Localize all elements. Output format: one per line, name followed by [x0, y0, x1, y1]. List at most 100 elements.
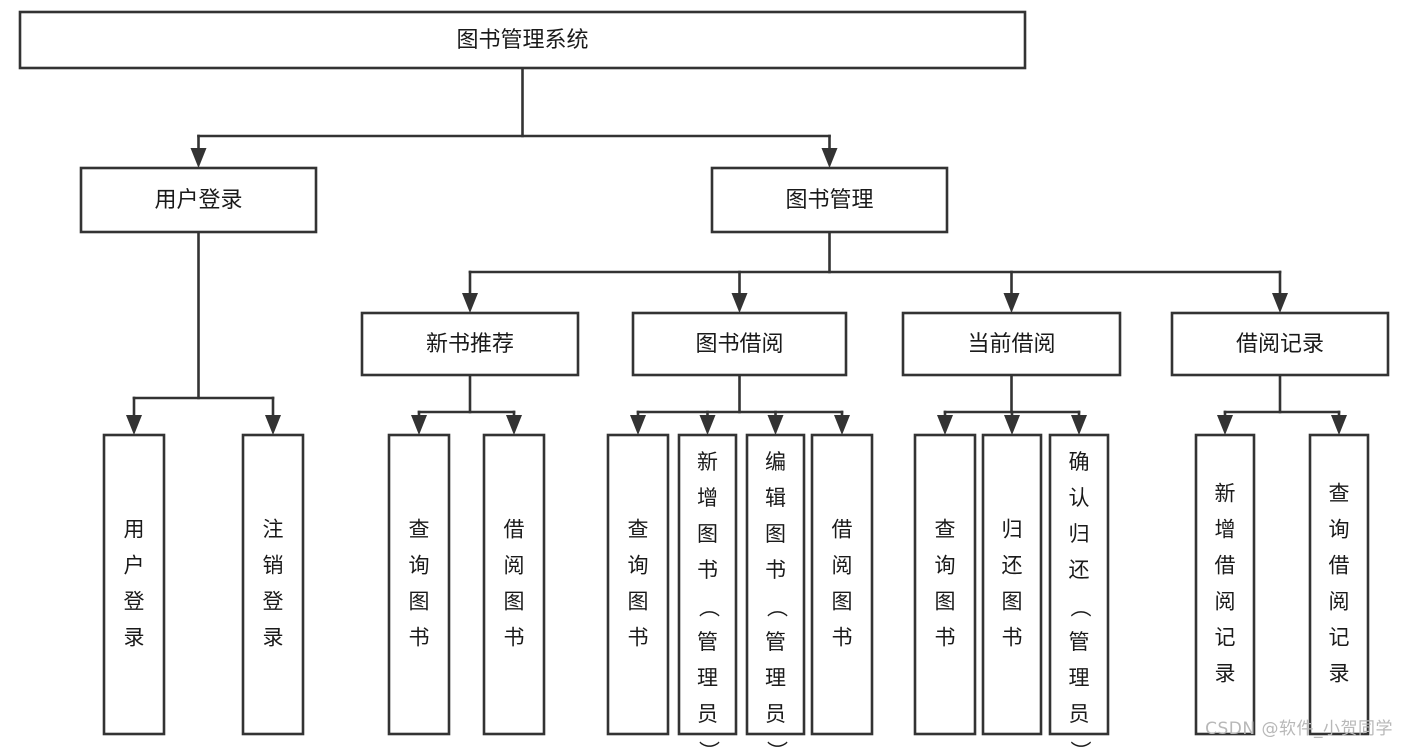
leaf-node-5-box [677, 433, 738, 736]
leaf-node-9-box [981, 433, 1043, 736]
leaf-node-9-char: 还 [1002, 554, 1023, 578]
connector-group [126, 66, 1347, 435]
leaf-node-2-char: 查 [409, 518, 430, 542]
level2-node-0-label: 用户登录 [154, 188, 242, 213]
arrow-head-icon [731, 293, 748, 313]
leaf-node-2-char: 书 [409, 626, 430, 650]
leaf-node-11-char: 新 [1215, 482, 1236, 506]
leaf-node-12-char: 借 [1329, 554, 1350, 578]
leaf-node-7-char: 书 [832, 626, 853, 650]
leaf-node-10-char: 员 [1069, 702, 1090, 726]
arrow-head-icon [1071, 415, 1087, 435]
leaf-node-0-char: 户 [124, 554, 145, 578]
leaf-node-11-char: 阅 [1215, 590, 1236, 614]
root-node-label: 图书管理系统 [456, 28, 588, 53]
level3-node-1[interactable]: 图书借阅 [631, 311, 848, 377]
level3-node-0-label: 新书推荐 [426, 332, 514, 357]
leaf-node-3-char: 借 [504, 518, 525, 542]
leaf-node-4-char: 查 [628, 518, 649, 542]
leaf-node-12-box [1308, 433, 1370, 736]
arrow-head-icon [190, 148, 207, 168]
arrow-head-icon [506, 415, 522, 435]
arrow-head-icon [1272, 293, 1288, 313]
arrow-head-icon [462, 293, 478, 313]
arrow-head-icon [937, 415, 953, 435]
leaf-node-7-char: 图 [832, 590, 853, 614]
leaf-node-8-char: 查 [935, 518, 956, 542]
level3-node-1-box [631, 311, 848, 377]
level3-node-2-box [901, 311, 1122, 377]
arrow-head-icon [699, 415, 716, 435]
leaf-node-3-char: 阅 [504, 554, 525, 578]
leaf-node-5-char: 图 [697, 522, 718, 546]
level3-node-2[interactable]: 当前借阅 [901, 311, 1122, 377]
root-node[interactable]: 图书管理系统 [18, 10, 1027, 70]
level2-node-0[interactable]: 用户登录 [79, 166, 318, 234]
leaf-node-10-box [1048, 433, 1110, 736]
leaf-node-3-box [482, 433, 546, 736]
leaf-node-6-char: 管 [765, 630, 786, 654]
root-node-box [18, 10, 1027, 70]
arrow-head-icon [630, 415, 646, 435]
leaf-node-5-char: ） [697, 741, 721, 747]
leaf-node-4-char: 询 [628, 554, 649, 578]
leaf-node-9-char: 图 [1002, 590, 1023, 614]
leaf-node-5-char: 书 [697, 558, 718, 582]
leaf-node-8-char: 书 [935, 626, 956, 650]
leaf-node-9-char: 归 [1002, 518, 1023, 542]
level2-node-1[interactable]: 图书管理 [710, 166, 949, 234]
arrow-head-icon [1217, 415, 1233, 435]
leaf-node-10-char: 确 [1069, 450, 1090, 474]
leaf-node-11-char: 增 [1215, 518, 1236, 542]
leaf-node-5-char: 理 [697, 666, 718, 690]
leaf-node-11-box [1194, 433, 1256, 736]
leaf-node-0-char: 用 [124, 518, 145, 542]
leaf-node-4-char: 图 [628, 590, 649, 614]
level2-node-1-box [710, 166, 949, 234]
level2-node-0-box [79, 166, 318, 234]
level3-node-3-box [1170, 311, 1390, 377]
leaf-node-6-char: 理 [765, 666, 786, 690]
arrow-head-icon [1331, 415, 1347, 435]
leaf-node-3-char: 书 [504, 626, 525, 650]
leaf-node-1-char: 录 [263, 626, 284, 650]
arrow-head-icon [834, 415, 850, 435]
level2-node-1-label: 图书管理 [785, 188, 873, 213]
leaf-node-7-char: 借 [832, 518, 853, 542]
leaf-node-5-char: 增 [697, 486, 718, 510]
leaf-node-10-char: 认 [1069, 486, 1090, 510]
leaf-node-5-char: （ [697, 597, 721, 618]
level3-node-3[interactable]: 借阅记录 [1170, 311, 1390, 377]
leaf-node-11-char: 录 [1215, 662, 1236, 686]
leaf-node-0[interactable]: 用户登录 [102, 433, 166, 736]
leaf-node-5-char: 员 [697, 702, 718, 726]
watermark-text: CSDN @软件_小贺同学 [1205, 719, 1393, 739]
leaf-node-10-char: 理 [1069, 666, 1090, 690]
level3-node-3-label: 借阅记录 [1236, 332, 1324, 357]
arrow-head-icon [126, 415, 142, 435]
leaf-node-6-char: 员 [765, 702, 786, 726]
leaf-node-0-box [102, 433, 166, 736]
leaf-node-2-char: 图 [409, 590, 430, 614]
leaf-node-10-char: ） [1068, 741, 1092, 747]
leaf-node-4-char: 书 [628, 626, 649, 650]
leaf-node-8-box [913, 433, 977, 736]
arrow-head-icon [821, 148, 838, 168]
level3-node-0[interactable]: 新书推荐 [360, 311, 580, 377]
leaf-node-1-box [241, 433, 305, 736]
node-group: 图书管理系统用户登录图书管理新书推荐图书借阅当前借阅借阅记录用户登录注销登录查询… [18, 10, 1390, 747]
